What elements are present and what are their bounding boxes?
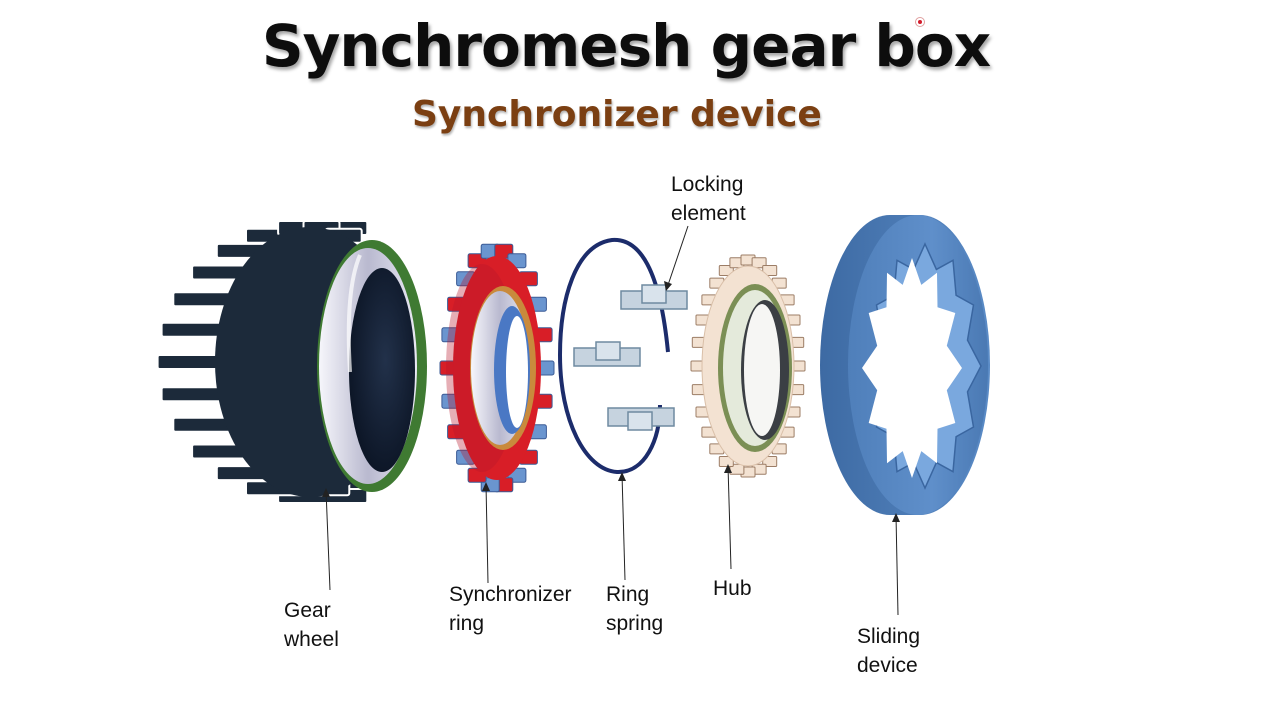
page-subtitle: Synchronizer device: [412, 94, 822, 135]
leader-arrowheads: [322, 281, 900, 522]
leader-lines: [325, 225, 899, 616]
label-gear-wheel-line2: wheel: [284, 628, 339, 651]
label-ring-spring: Ring spring: [606, 580, 663, 638]
label-locking-element: Locking element: [671, 170, 746, 228]
label-gear-wheel-line1: Gear: [284, 599, 331, 622]
locking-element-top: [620, 284, 688, 310]
label-sliding-device-line1: Sliding: [857, 625, 921, 648]
label-hub: Hub: [713, 574, 752, 603]
leader-hub: [727, 465, 732, 570]
label-sliding-device: Sliding device: [857, 622, 920, 680]
leader-locking-element: [666, 225, 689, 289]
synchronizer-ring: [439, 243, 555, 493]
sliding-device-bore: [862, 258, 962, 478]
hub-tooth: [751, 257, 767, 269]
label-ring-spring-line2: spring: [606, 612, 664, 635]
leader-gear-wheel: [325, 489, 331, 591]
label-ring-spring-line1: Ring: [606, 583, 650, 606]
label-locking-element-line2: element: [671, 202, 746, 225]
label-gear-wheel: Gear wheel: [284, 596, 339, 654]
label-synchronizer-ring-line2: ring: [449, 612, 485, 635]
gear-wheel: [156, 220, 427, 504]
leader-synchronizer-ring: [485, 483, 489, 584]
locking-element-bottom: [607, 407, 675, 431]
locking-element-middle: [573, 341, 641, 367]
hub-teeth: [690, 254, 806, 478]
label-synchronizer-ring-line1: Synchronizer: [449, 583, 572, 606]
gear-wheel-bore: [349, 268, 415, 472]
page-title: Synchromesh gear box: [261, 12, 991, 80]
hub-tooth: [718, 265, 734, 276]
leader-ring-spring: [621, 473, 626, 581]
label-locking-element-line1: Locking: [671, 173, 744, 196]
label-sliding-device-line2: device: [857, 654, 918, 677]
sliding-device: [820, 215, 990, 515]
hub-tooth: [762, 456, 778, 467]
label-hub-line1: Hub: [713, 577, 752, 600]
leader-sliding-device: [895, 514, 899, 616]
pointer-cursor-icon: [915, 17, 925, 27]
ring-spring: [557, 237, 670, 475]
hub: [690, 254, 806, 478]
hub-tooth: [762, 265, 778, 276]
ring-spring-wire: [557, 237, 670, 475]
hub-tooth: [718, 456, 734, 467]
label-synchronizer-ring: Synchronizer ring: [449, 580, 572, 638]
locking-elements: [573, 284, 688, 431]
